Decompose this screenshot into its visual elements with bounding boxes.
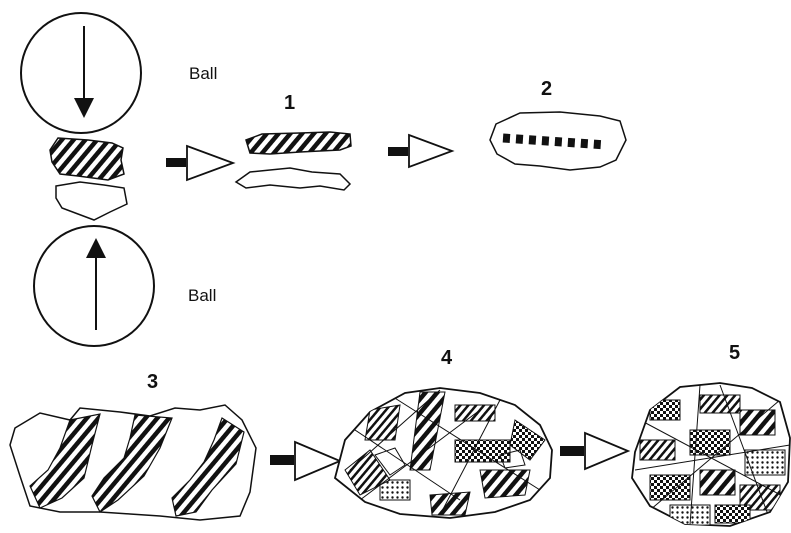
step-1-particles — [236, 132, 351, 190]
hatched-grain — [50, 138, 124, 180]
lower-ball — [34, 226, 154, 346]
step-1-hatched-flake — [246, 132, 351, 154]
step-label-1: 1 — [284, 92, 295, 115]
ball-label-bottom: Ball — [188, 286, 216, 306]
step-2-particle — [490, 112, 626, 170]
process-arrow-3-icon — [270, 442, 340, 480]
ball-label-top: Ball — [189, 64, 217, 84]
upper-ball — [21, 13, 141, 133]
step-label-3: 3 — [147, 371, 158, 394]
upper-ball-circle — [21, 13, 141, 133]
step-label-2: 2 — [541, 78, 552, 101]
step-label-5: 5 — [729, 342, 740, 365]
step-4-particle — [335, 388, 552, 518]
step-5-particle — [632, 383, 790, 526]
step-label-4: 4 — [441, 347, 452, 370]
process-arrow-1-icon — [166, 146, 233, 180]
particle-between-balls — [50, 138, 127, 220]
lower-ball-circle — [34, 226, 154, 346]
step-3-particle — [10, 405, 256, 520]
plain-grain — [56, 182, 127, 220]
process-arrow-4-icon — [560, 433, 628, 469]
step-1-plain-flake — [236, 168, 350, 190]
process-arrow-2-icon — [388, 135, 452, 167]
